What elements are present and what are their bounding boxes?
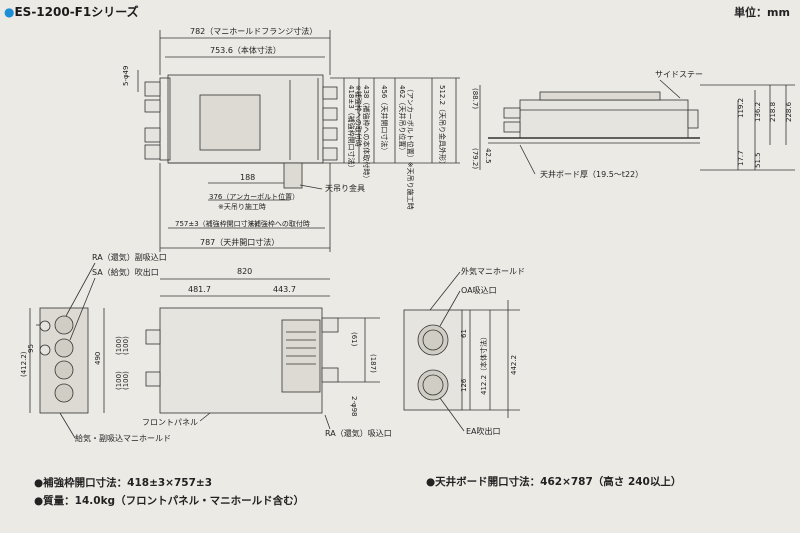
dim-1192: 119.2 <box>737 98 745 118</box>
label-board: 天井ボード厚（19.5〜t22） <box>540 169 643 179</box>
dim-188: 188 <box>240 173 255 182</box>
dim-887: (88.7) <box>471 88 479 109</box>
dim-4817: 481.7 <box>188 285 211 294</box>
dim-187: (187) <box>369 354 377 373</box>
dim-757-note: ※補強枠への取付時 <box>248 219 310 228</box>
dim-462: 462（天井吊り位置） <box>398 85 407 154</box>
note-frame-opening: ●補強枠開口寸法：418±3×757±3 <box>34 477 213 489</box>
end-view: 外気マニホールド OA吸込口 EA吹出口 61 126 412.2（本体寸法） … <box>403 266 525 436</box>
dim-4437: 443.7 <box>273 285 296 294</box>
dim-792: (79.2) <box>471 148 479 169</box>
dim-462-note: （アンカーボルト位置）※天吊り施工時 <box>406 85 415 210</box>
dim-757: 757±3（補強枠開口寸法） <box>175 219 262 228</box>
label-hanger: 天吊り金具 <box>325 183 365 193</box>
note-weight: ●質量：14.0kg（フロントパネル・マニホールド含む） <box>34 495 305 507</box>
side-view: サイドステー (88.7) (79.2) 42.5 天井ボード厚（19.5〜t2… <box>471 70 795 179</box>
dim-anchor: 376（アンカーボルト位置） <box>209 192 299 201</box>
dim-515: 51.5 <box>754 152 762 168</box>
dim-418: 418±3（補強枠開口寸法） <box>347 85 356 172</box>
dim-end-4422: 442.2 <box>510 355 518 375</box>
unit-label: 単位：mm <box>734 6 790 19</box>
label-ea: EA吹出口 <box>466 426 501 436</box>
dim-177: 17.7 <box>737 150 745 166</box>
note-board-opening: ●天井ボード開口寸法：462×787（高さ 240以上） <box>426 476 682 488</box>
dim-end-61: 61 <box>460 329 468 338</box>
dim-2286: 228.6 <box>785 101 793 122</box>
dim-end-4122: 412.2（本体寸法） <box>479 333 488 395</box>
dim-456: 456（天井開口寸法） <box>380 85 389 154</box>
dim-438: 438（補強枠への本体取付時） <box>362 85 371 182</box>
dim-1362: 136.2 <box>754 102 762 122</box>
dim-2188: 218.8 <box>769 102 777 122</box>
label-side-stay: サイドステー <box>655 70 703 79</box>
dim-100b: (100) <box>122 336 130 355</box>
dim-bolt: 5-φ49 <box>122 65 130 86</box>
label-manifold: 給気・副吸込マニホールド <box>75 433 171 443</box>
dim-425: 42.5 <box>484 148 492 164</box>
top-view: 782（マニホールドフランジ寸法） 753.6（本体寸法） 5-φ49 天吊り金… <box>122 26 460 252</box>
dim-490: 490 <box>94 352 102 365</box>
dim-820: 820 <box>237 267 252 276</box>
dim-787: 787（天井開口寸法） <box>200 237 279 247</box>
dim-100d: (100) <box>122 371 130 390</box>
dim-100a: (100) <box>115 336 123 355</box>
dim-body: 753.6（本体寸法） <box>210 45 281 55</box>
dim-flange: 782（マニホールドフランジ寸法） <box>190 26 317 36</box>
dim-512: 512.2（天吊り金具外形） <box>438 85 447 168</box>
dim-anchor-note: ※天吊り施工時 <box>218 202 266 211</box>
dim-phi98: 2-φ98 <box>350 396 358 417</box>
label-front-panel: フロントパネル <box>142 418 198 427</box>
label-ra: RA（還気）吸込口 <box>325 428 392 438</box>
spec-notes: ●補強枠開口寸法：418±3×757±3 ●質量：14.0kg（フロントパネル・… <box>34 474 304 510</box>
front-view: 820 481.7 443.7 RA（還気）副吸込口 SA（給気）吹出口 (41… <box>20 252 392 443</box>
dim-end-126: 126 <box>460 378 468 392</box>
dim-418-note: ※補強枠への取付時 <box>354 85 363 147</box>
label-oa-manifold: 外気マニホールド <box>461 266 525 276</box>
dim-front-4122: (412.2) <box>20 351 28 377</box>
label-sa: SA（給気）吹出口 <box>92 267 159 277</box>
dim-100c: (100) <box>115 371 123 390</box>
dim-95: 95 <box>27 344 35 353</box>
page-title: ●ES-1200-F1シリーズ <box>4 5 139 19</box>
dim-front-61: (61) <box>350 332 358 347</box>
label-oa: OA吸込口 <box>461 286 497 295</box>
label-ra-sub: RA（還気）副吸込口 <box>92 252 167 262</box>
